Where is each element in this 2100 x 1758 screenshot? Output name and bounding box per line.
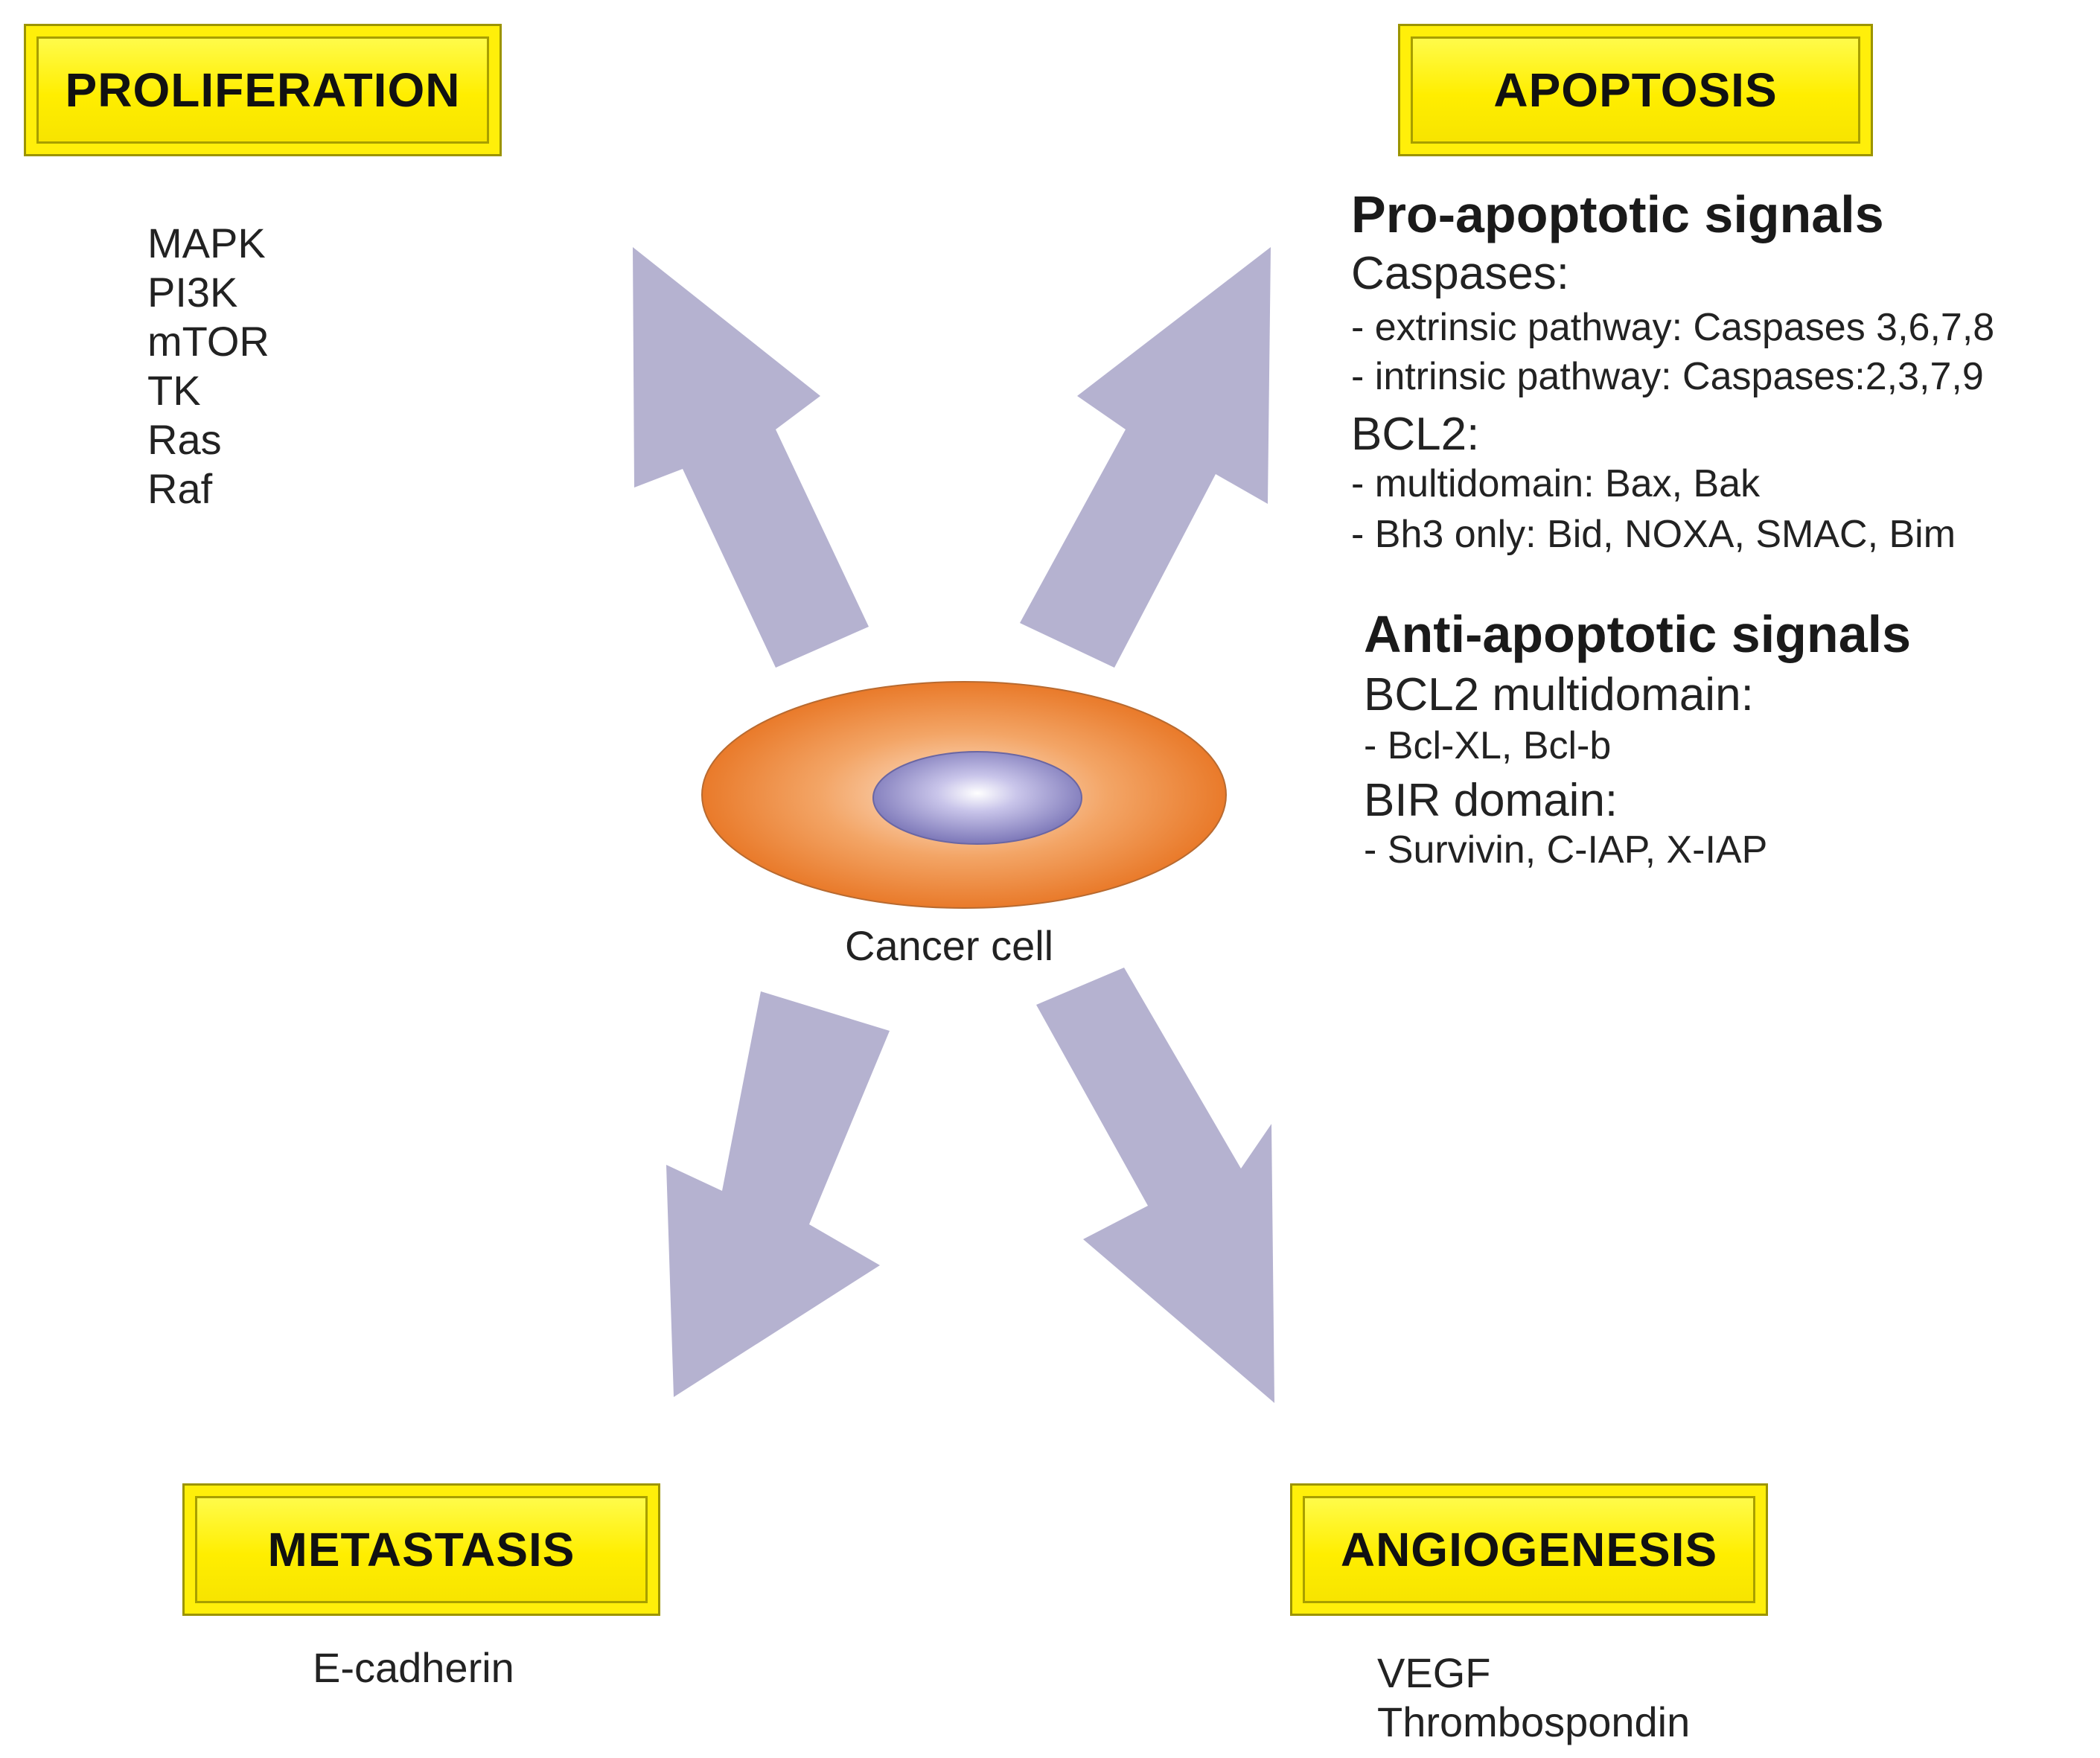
extrinsic-pathway: - extrinsic pathway: Caspases 3,6,7,8 [1351, 306, 1995, 349]
intrinsic-pathway: - intrinsic pathway: Caspases:2,3,7,9 [1351, 355, 1984, 398]
metastasis-box: METASTASIS [182, 1483, 660, 1616]
proliferation-title: PROLIFERATION [65, 63, 461, 117]
angiogenesis-box: ANGIOGENESIS [1290, 1483, 1768, 1616]
bcl2-multidomain-label: BCL2 multidomain: [1364, 669, 1754, 720]
list-item: mTOR [147, 318, 269, 365]
list-item: PI3K [147, 269, 238, 316]
proliferation-box: PROLIFERATION [24, 24, 502, 156]
list-item: Ras [147, 416, 222, 463]
bcl2-anti-items: - Bcl-XL, Bcl-b [1364, 724, 1612, 767]
metastasis-title: METASTASIS [267, 1523, 575, 1576]
list-item: TK [147, 367, 201, 414]
anti-apoptotic-heading: Anti-apoptotic signals [1364, 605, 1911, 663]
list-item: MAPK [147, 220, 266, 266]
list-item: Thrombospondin [1377, 1698, 1691, 1745]
list-item: VEGF [1377, 1649, 1491, 1696]
cancer-cell-nucleus [872, 751, 1082, 845]
caspases-label: Caspases: [1351, 248, 1569, 299]
apoptosis-title: APOPTOSIS [1493, 63, 1778, 117]
pro-apoptotic-heading: Pro-apoptotic signals [1351, 185, 1884, 243]
cancer-cell-label: Cancer cell [845, 922, 1054, 969]
metastasis-list: E-cadherin [313, 1643, 514, 1693]
arrow-metastasis [666, 991, 890, 1397]
list-item: E-cadherin [313, 1644, 514, 1691]
arrow-angiogenesis [1036, 968, 1274, 1403]
angiogenesis-title: ANGIOGENESIS [1340, 1523, 1718, 1576]
multidomain-items: - multidomain: Bax, Bak [1351, 462, 1761, 505]
bir-domain-label: BIR domain: [1364, 775, 1618, 826]
bh3-items: - Bh3 only: Bid, NOXA, SMAC, Bim [1351, 513, 1956, 556]
bcl2-label: BCL2: [1351, 409, 1480, 460]
list-item: Raf [147, 465, 213, 512]
proliferation-list: MAPK PI3K mTOR TK Ras Raf [147, 219, 269, 514]
bir-domain-items: - Survivin, C-IAP, X-IAP [1364, 828, 1768, 872]
angiogenesis-list: VEGF Thrombospondin [1377, 1649, 1690, 1747]
arrow-proliferation [633, 247, 869, 668]
arrow-apoptosis [1020, 247, 1271, 668]
apoptosis-box: APOPTOSIS [1398, 24, 1873, 156]
